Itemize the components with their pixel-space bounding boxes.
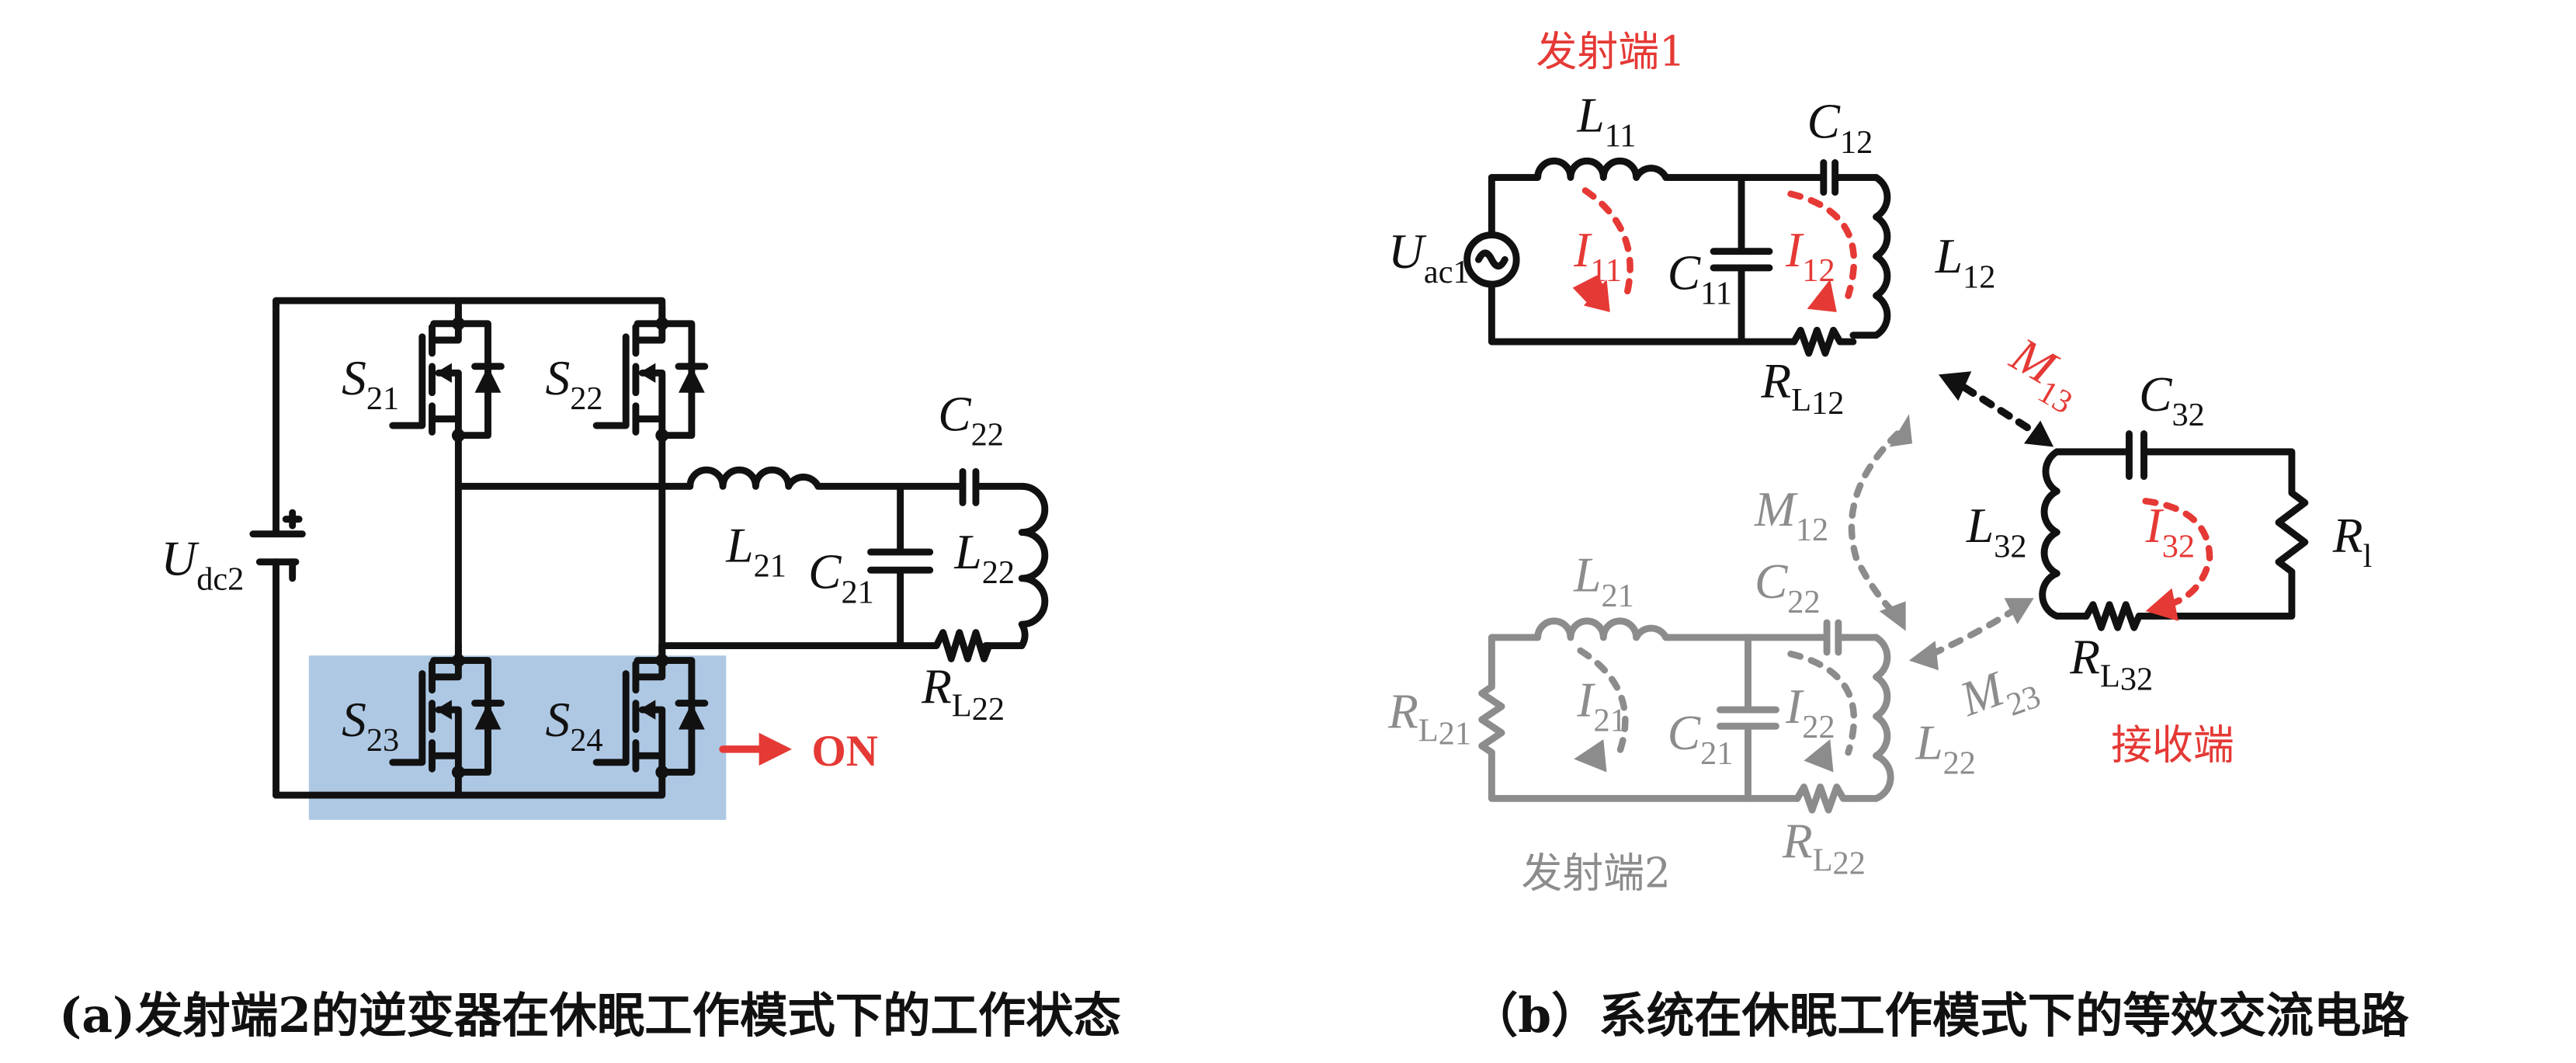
inductor-l21 xyxy=(686,466,904,490)
label-udc2: Udc2 xyxy=(161,531,244,598)
label-i22: I22 xyxy=(1785,679,1835,745)
switch-s22 xyxy=(596,307,705,443)
caption-b: （b）系统在休眠工作模式下的等效交流电路 xyxy=(1470,988,2409,1044)
tx2-title: 发射端2 xyxy=(1521,850,1670,898)
label-s23: S23 xyxy=(342,692,399,759)
label-i32: I32 xyxy=(2145,498,2195,565)
label-i11: I11 xyxy=(1573,222,1622,289)
tx2-circuit xyxy=(1478,617,1894,814)
label-l21-b: L21 xyxy=(1573,547,1634,614)
label-c11: C11 xyxy=(1668,245,1732,311)
capacitor-c21 xyxy=(867,482,934,649)
label-c32: C32 xyxy=(2139,366,2205,433)
label-l12: L12 xyxy=(1935,228,1996,295)
inductor-l22 xyxy=(982,482,1049,649)
switch-s21 xyxy=(393,307,502,443)
on-arrow-icon xyxy=(719,732,792,766)
mutual-m23-arrow-icon xyxy=(1908,598,2034,671)
label-i12: I12 xyxy=(1785,222,1835,289)
label-rl: Rl xyxy=(2332,508,2373,575)
panel-b-equivalent-circuit: 发射端1 Uac1 L11 C12 C11 L12 RL12 I11 I12 xyxy=(1387,29,2372,898)
label-rl22-b: RL22 xyxy=(1782,814,1866,882)
capacitor-c22 xyxy=(897,467,1026,506)
resistor-rl22 xyxy=(897,629,993,662)
rx-title: 接收端 xyxy=(2111,722,2234,769)
label-rl21-b: RL21 xyxy=(1387,683,1471,752)
label-l22-b: L22 xyxy=(1915,715,1976,782)
label-l11: L11 xyxy=(1576,87,1636,154)
label-m23: M23 xyxy=(1953,649,2046,738)
label-i21: I21 xyxy=(1576,672,1626,739)
label-m13: M13 xyxy=(1995,326,2093,422)
label-l21: L21 xyxy=(725,518,786,585)
label-c12: C12 xyxy=(1807,94,1873,161)
ac-source-icon xyxy=(1463,231,1520,288)
caption-a: (a)发射端2的逆变器在休眠工作模式下的工作状态 xyxy=(59,988,1121,1044)
label-l32: L32 xyxy=(1966,498,2027,565)
label-c21-b: C21 xyxy=(1668,705,1734,772)
mutual-m13-arrow-icon xyxy=(1938,371,2054,447)
label-c22: C22 xyxy=(938,386,1004,453)
rx-circuit xyxy=(2039,430,2309,631)
label-rl32: RL32 xyxy=(2069,630,2153,698)
label-rl22: RL22 xyxy=(921,659,1005,728)
label-s21: S21 xyxy=(342,350,399,417)
on-label: ON xyxy=(811,727,878,776)
label-s22: S22 xyxy=(546,350,603,417)
label-rl12: RL12 xyxy=(1760,353,1844,422)
tx1-circuit xyxy=(1463,157,1891,357)
mutual-m12-arrow-icon xyxy=(1848,414,1913,631)
tx1-title: 发射端1 xyxy=(1536,29,1686,76)
label-c22-b: C22 xyxy=(1755,554,1821,620)
label-c21: C21 xyxy=(808,544,874,611)
label-uac1: Uac1 xyxy=(1388,224,1470,290)
label-s24: S24 xyxy=(546,692,603,759)
label-m12: M12 xyxy=(1754,481,1828,548)
battery-icon xyxy=(249,509,306,582)
panel-a-inverter: Udc2 S21 S22 S23 S24 ON L21 C21 C22 L22 … xyxy=(161,297,1049,820)
label-l22: L22 xyxy=(953,524,1015,591)
